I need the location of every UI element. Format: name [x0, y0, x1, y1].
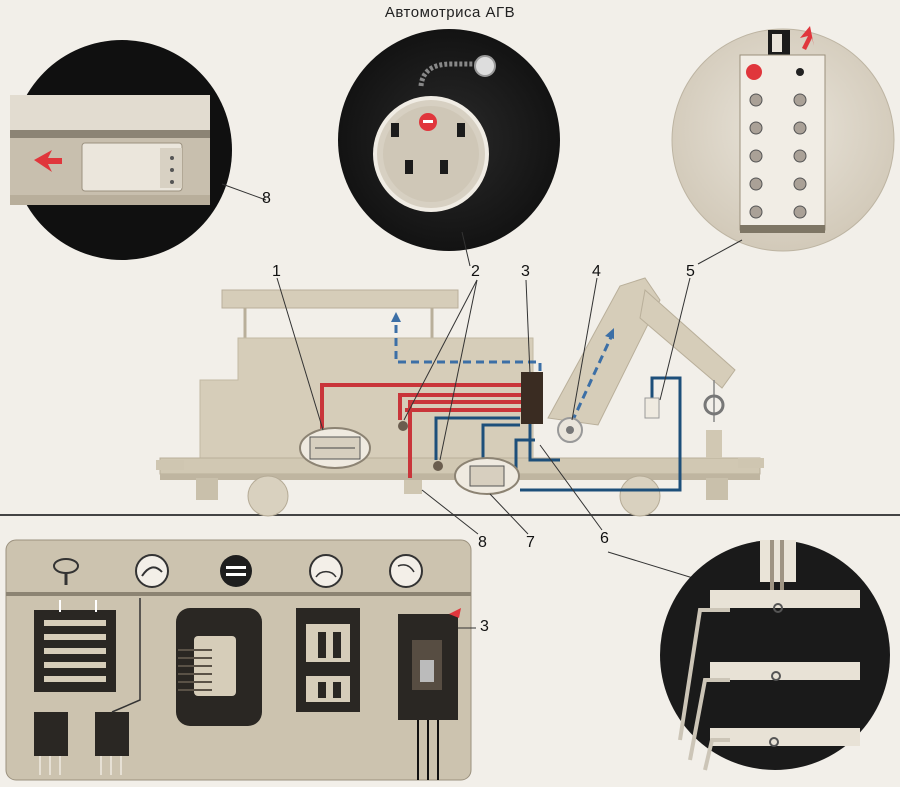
callout-3-panel: 3: [480, 618, 489, 635]
callout-4: 4: [592, 263, 601, 280]
callout-1: 1: [272, 263, 281, 280]
bottom-panel: [5, 539, 476, 781]
detail-circle-cable-connector: [660, 540, 890, 771]
battery-icon: [220, 555, 252, 587]
callout-8-top: 8: [262, 190, 271, 207]
wrench-icon: [53, 558, 79, 585]
gauge-icon: [135, 554, 169, 588]
callout-2: 2: [471, 263, 480, 280]
callout-8-bottom: 8: [478, 534, 487, 551]
ammeter-icon: [389, 554, 423, 588]
detail-circle-switch-panel: [671, 26, 895, 252]
callout-3: 3: [521, 263, 530, 280]
red-arrow-icon: [34, 150, 62, 172]
callout-6: 6: [600, 530, 609, 547]
red-arrow-icon: [800, 26, 814, 50]
callout-5: 5: [686, 263, 695, 280]
vehicle-diagram: [156, 277, 764, 517]
detail-circle-socket: [338, 29, 560, 251]
detail-circle-generator: [10, 40, 232, 260]
callout-7: 7: [526, 534, 535, 551]
diagram-title: Автомотриса АГВ: [384, 4, 516, 21]
